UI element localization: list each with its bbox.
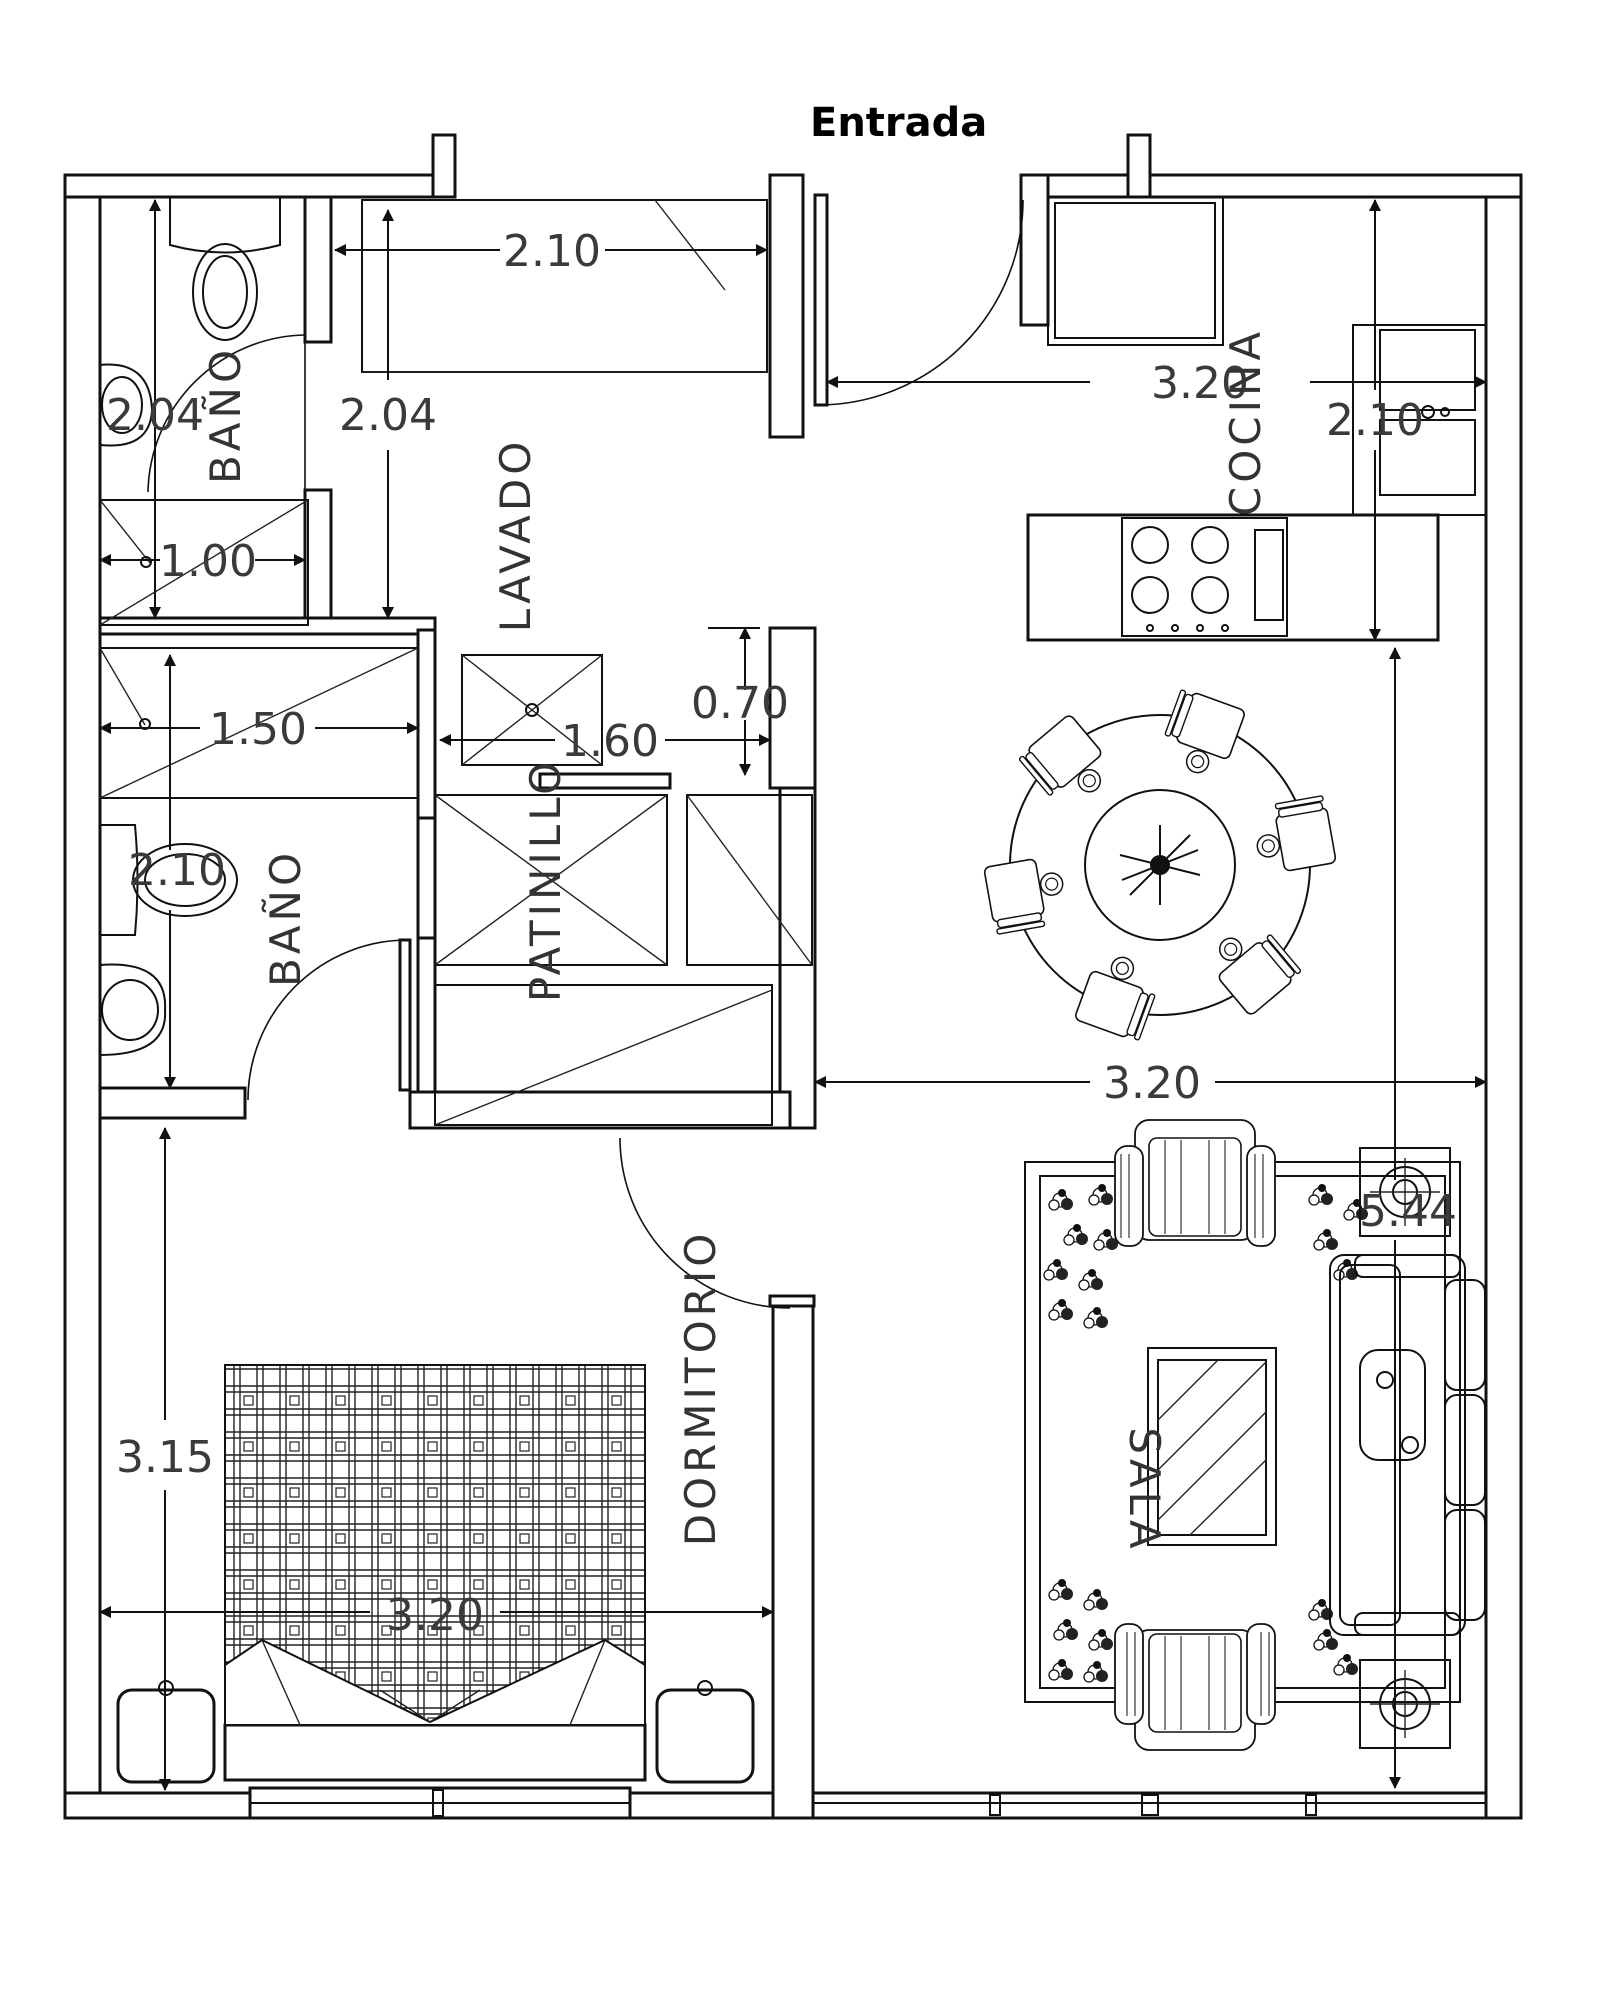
- kitchen-fixtures: [1047, 196, 1476, 637]
- dim-lavado-height: 2.04: [339, 390, 437, 441]
- patinillo-shafts: [434, 794, 813, 1126]
- living-set: [1024, 1119, 1486, 1751]
- dim-dorm-height: 3.15: [116, 1432, 214, 1483]
- dim-kitchen-height: 2.10: [1326, 395, 1424, 446]
- dim-bano-mid-height: 2.10: [128, 845, 226, 896]
- dim-patinillo-width: 1.60: [561, 716, 659, 767]
- dining-set: [982, 687, 1338, 1043]
- dim-living-width: 3.20: [1103, 1058, 1201, 1109]
- plan-title: Entrada: [810, 100, 988, 146]
- windows: [248, 1786, 1488, 1820]
- dim-bano-top-height: 2.04: [106, 390, 204, 441]
- room-label-bano-top: BAÑO: [200, 346, 250, 484]
- dim-dorm-width: 3.20: [386, 1590, 484, 1641]
- room-label-lavado: LAVADO: [491, 438, 540, 633]
- dim-bano-mid-width: 1.50: [209, 704, 307, 755]
- room-label-patinillo: PATINILLO: [521, 758, 570, 1002]
- dim-lavado-width: 2.10: [503, 226, 601, 277]
- dim-living-height: 5.44: [1359, 1186, 1457, 1237]
- dim-entrance-width: 3.20: [1151, 358, 1249, 409]
- lavado-fixtures: [361, 199, 768, 766]
- room-label-cocina: COCINA: [1221, 328, 1270, 516]
- room-label-bano-mid: BAÑO: [260, 849, 310, 987]
- room-label-dormitorio: DORMITORIO: [676, 1230, 725, 1547]
- dim-shower-top-width: 1.00: [159, 536, 257, 587]
- bedroom-furniture: [116, 1364, 755, 1784]
- walls: [63, 133, 1523, 1820]
- room-label-sala: SALA: [1120, 1427, 1169, 1552]
- dimension-lines: [99, 199, 1487, 1791]
- doors: [147, 193, 1024, 1309]
- dim-patinillo-depth: 0.70: [691, 678, 789, 729]
